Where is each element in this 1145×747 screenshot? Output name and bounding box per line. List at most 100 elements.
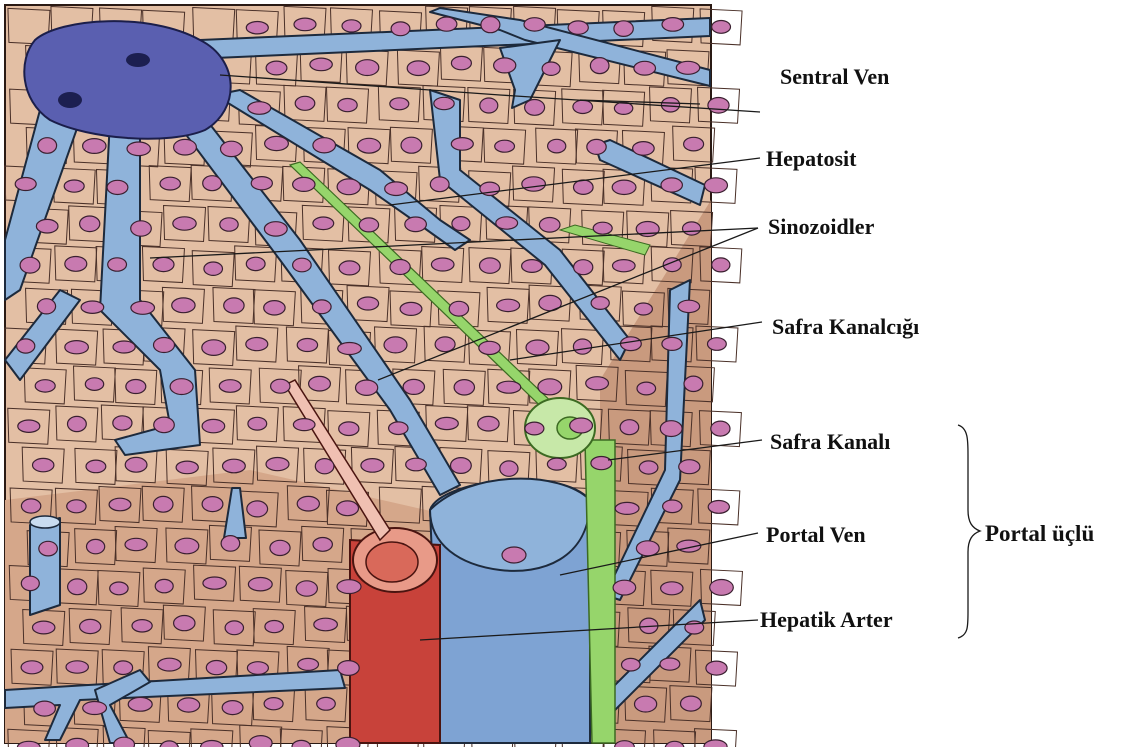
hepatocyte-nucleus bbox=[246, 338, 268, 351]
hepatocyte-nucleus bbox=[265, 136, 289, 150]
hepatocyte-nucleus bbox=[660, 421, 682, 437]
hepatocyte-nucleus bbox=[547, 458, 566, 470]
hepatocyte-nucleus bbox=[33, 458, 54, 471]
hepatocyte-nucleus bbox=[449, 301, 468, 316]
hepatocyte-nucleus bbox=[451, 138, 473, 151]
hepatocyte-nucleus bbox=[568, 21, 588, 34]
hepatocyte-nucleus bbox=[338, 661, 360, 676]
hepatocyte-nucleus bbox=[264, 222, 287, 236]
hepatocyte-nucleus bbox=[17, 339, 35, 353]
hepatocyte-nucleus bbox=[522, 260, 543, 273]
hepatocyte-nucleus bbox=[126, 380, 146, 394]
hepatocyte-nucleus bbox=[174, 139, 197, 155]
hepatocyte-nucleus bbox=[313, 300, 332, 314]
hepatocyte-nucleus bbox=[407, 61, 429, 76]
hepatocyte-nucleus bbox=[178, 698, 200, 712]
hepatocyte-nucleus bbox=[265, 621, 284, 633]
hepatocyte-nucleus bbox=[497, 299, 520, 311]
hepatocyte-nucleus bbox=[452, 217, 470, 231]
hepatocyte-nucleus bbox=[522, 177, 546, 191]
hepatocyte-nucleus bbox=[336, 737, 360, 747]
hepatocyte-nucleus bbox=[539, 218, 560, 233]
hepatocyte-nucleus bbox=[663, 500, 682, 513]
hepatocyte-nucleus bbox=[295, 96, 315, 110]
hepatocyte-nucleus bbox=[613, 580, 636, 595]
hepatocyte-nucleus bbox=[202, 419, 225, 432]
hepatocyte-nucleus bbox=[247, 662, 268, 675]
hepatocyte-nucleus bbox=[293, 177, 315, 191]
hepatocyte-nucleus bbox=[125, 457, 147, 472]
hepatocyte-nucleus bbox=[294, 18, 316, 31]
hepatocyte-nucleus bbox=[221, 141, 243, 156]
hepatocyte-nucleus bbox=[271, 379, 290, 393]
hepatocyte-nucleus bbox=[127, 142, 150, 156]
hepatocyte-nucleus bbox=[298, 658, 319, 670]
hepatocyte-nucleus bbox=[337, 580, 361, 594]
vessel-stub-left-opening bbox=[30, 516, 60, 528]
hepatocyte-nucleus bbox=[591, 297, 609, 310]
hepatocyte-nucleus bbox=[293, 258, 312, 272]
hepatocyte-nucleus bbox=[390, 98, 409, 110]
hepatocyte-nucleus bbox=[621, 337, 642, 351]
hepatocyte-nucleus bbox=[706, 661, 727, 675]
hepatocyte-nucleus bbox=[154, 417, 175, 433]
hepatocyte-nucleus bbox=[109, 498, 131, 511]
label-portal-triad: Portal üçlü bbox=[985, 521, 1094, 546]
hepatocyte-nucleus bbox=[684, 376, 703, 391]
hepatocyte-nucleus bbox=[83, 702, 107, 715]
hepatocyte-nucleus bbox=[34, 701, 56, 716]
hepatocyte-nucleus bbox=[620, 420, 639, 435]
hepatocyte-nucleus bbox=[108, 258, 127, 271]
label-bile-duct: Safra Kanalı bbox=[770, 429, 890, 454]
hepatocyte-nucleus bbox=[246, 257, 265, 270]
hepatocyte-nucleus bbox=[661, 98, 679, 112]
hepatocyte-nucleus bbox=[406, 458, 427, 471]
hepatocyte-nucleus bbox=[400, 302, 422, 315]
hepatocyte-nucleus bbox=[176, 461, 198, 474]
hepatocyte-nucleus bbox=[158, 658, 181, 671]
hepatocyte-nucleus bbox=[342, 20, 361, 32]
hepatocyte-nucleus bbox=[313, 538, 332, 552]
hepatocyte-nucleus bbox=[247, 501, 268, 517]
hepatocyte-nucleus bbox=[711, 421, 730, 436]
hepatocyte-nucleus bbox=[81, 301, 104, 313]
hepatic-artery-lumen bbox=[366, 542, 418, 582]
hepatocyte-nucleus bbox=[590, 58, 609, 74]
hepatocyte-nucleus bbox=[385, 182, 408, 196]
hepatocyte-nucleus bbox=[297, 339, 317, 352]
hepatocyte-nucleus bbox=[389, 422, 408, 435]
hepatocyte-nucleus bbox=[480, 258, 501, 273]
hepatocyte-nucleus bbox=[684, 137, 704, 151]
hepatocyte-nucleus bbox=[451, 56, 471, 69]
hepatocyte-nucleus bbox=[68, 416, 87, 431]
hepatocyte-nucleus bbox=[64, 180, 84, 192]
hepatocyte-nucleus bbox=[678, 300, 700, 312]
hepatocyte-nucleus bbox=[337, 179, 360, 195]
hepatocyte-nucleus bbox=[203, 176, 222, 191]
hepatocyte-nucleus bbox=[248, 578, 272, 591]
hepatocyte-nucleus bbox=[357, 138, 380, 153]
hepatocyte-nucleus bbox=[586, 377, 609, 390]
hepatocyte-nucleus bbox=[479, 341, 500, 354]
hepatocyte-nucleus bbox=[37, 299, 55, 314]
hepatocyte-nucleus bbox=[500, 461, 518, 476]
hepatocyte-nucleus bbox=[155, 579, 173, 592]
hepatocyte-nucleus bbox=[573, 339, 591, 354]
hepatocyte-nucleus bbox=[356, 60, 379, 76]
hepatocyte-nucleus bbox=[524, 18, 545, 31]
hepatocyte-nucleus bbox=[20, 257, 40, 273]
hepatocyte-nucleus bbox=[154, 338, 175, 353]
labels: Sentral Ven Hepatosit Sinozoidler Safra … bbox=[760, 64, 1094, 638]
hepatocyte-nucleus bbox=[18, 420, 40, 432]
hepatocyte-nucleus bbox=[622, 658, 641, 671]
portal-vein-nucleus bbox=[502, 547, 526, 563]
hepatocyte-nucleus bbox=[338, 99, 357, 112]
hepatocyte-nucleus bbox=[361, 459, 384, 473]
hepatocyte-nucleus bbox=[384, 337, 407, 353]
hepatocyte-nucleus bbox=[662, 18, 684, 32]
hepatocyte-nucleus bbox=[264, 698, 283, 710]
hepatocyte-nucleus bbox=[113, 416, 132, 430]
hepatocyte-nucleus bbox=[390, 260, 410, 275]
hepatocyte-nucleus bbox=[591, 457, 612, 470]
hepatocyte-nucleus bbox=[223, 459, 246, 473]
